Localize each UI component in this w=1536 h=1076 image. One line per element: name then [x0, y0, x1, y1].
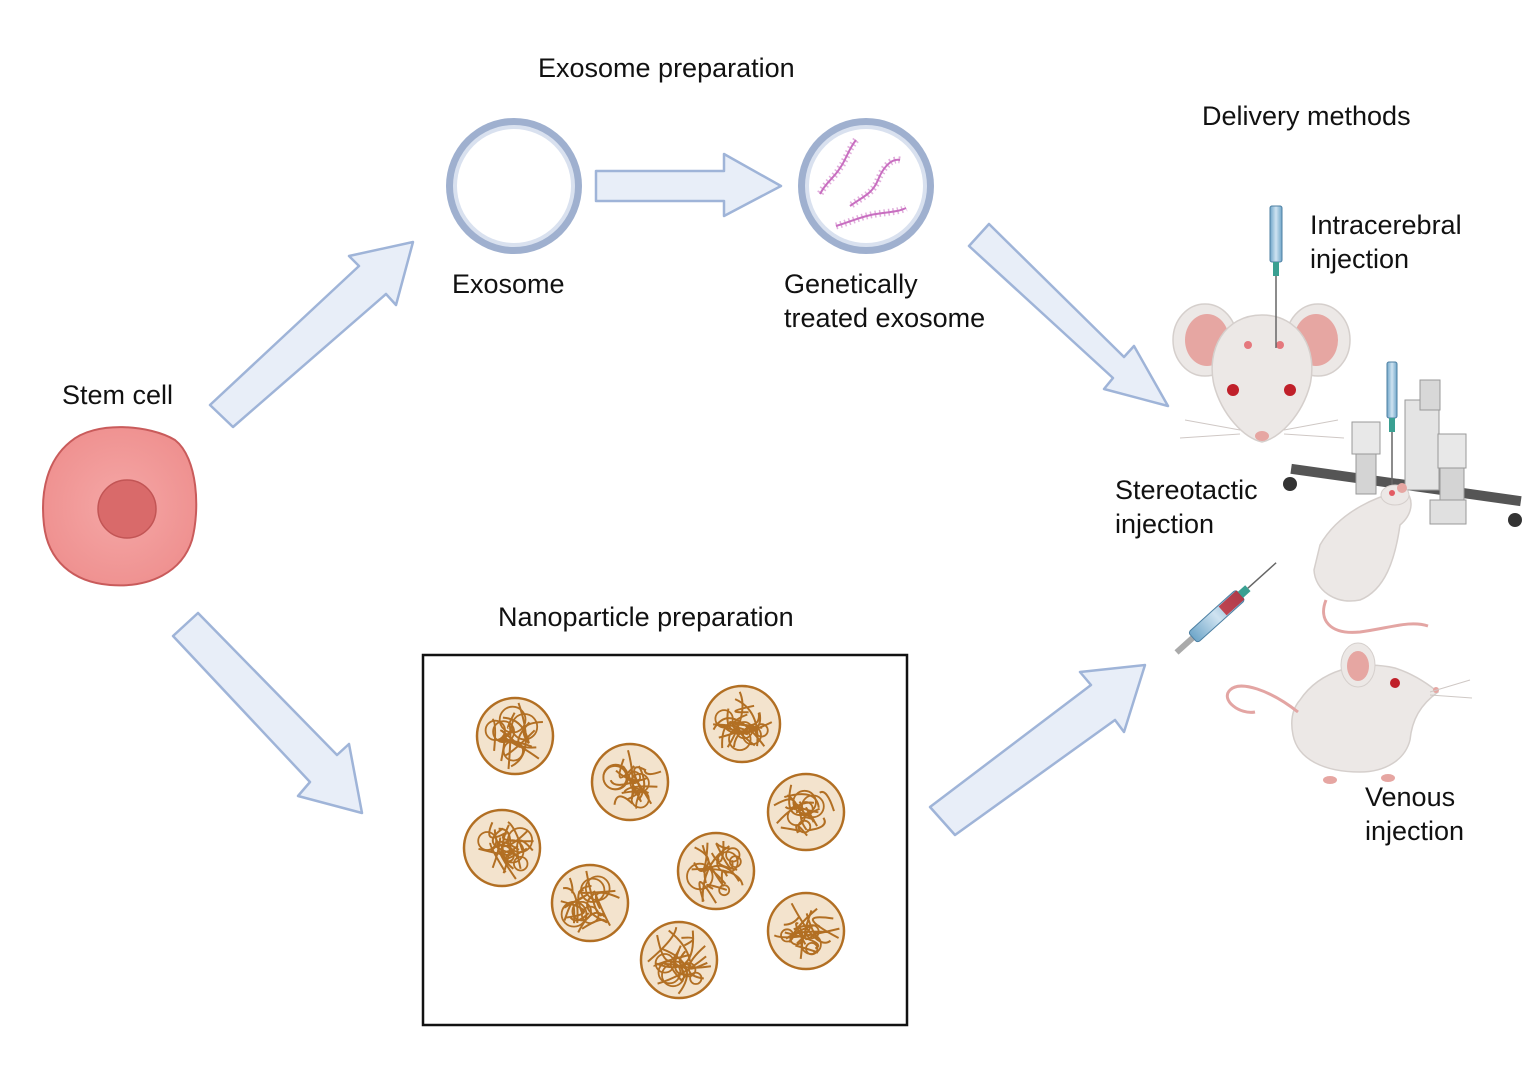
nanoparticle-icon	[590, 742, 670, 822]
arrow-stem-to-nanoparticle	[171, 611, 364, 815]
venous-label-line2: injection	[1365, 816, 1465, 846]
nanoparticle-icon	[550, 863, 630, 943]
venous-label-line1: Venous	[1365, 782, 1456, 812]
stem-cell-icon	[42, 426, 198, 587]
arrow-treated-to-delivery	[967, 222, 1170, 408]
stereotactic-mouse-icon	[1313, 483, 1429, 634]
stem-cell-label: Stem cell	[62, 380, 174, 410]
intracerebral-label-line2: injection	[1310, 244, 1410, 274]
exosome-icon	[446, 118, 582, 254]
nanoparticle-icon	[475, 696, 555, 776]
nanoparticle-group	[462, 684, 846, 1000]
nanoparticle-icon	[676, 831, 756, 911]
nanoparticle-icon	[462, 808, 542, 888]
nanoparticle-icon	[766, 772, 846, 852]
intracerebral-syringe-icon	[1269, 205, 1283, 348]
venous-syringe-icon	[1174, 562, 1277, 655]
venous-mouse-icon	[1226, 642, 1473, 784]
nanoparticle-preparation-title: Nanoparticle preparation	[498, 602, 794, 632]
exosome-label: Exosome	[452, 269, 565, 299]
nanoparticle-icon	[702, 684, 782, 764]
arrow-stem-to-exosome	[208, 240, 415, 429]
stereotactic-label-line2: injection	[1115, 509, 1215, 539]
nanoparticle-icon	[639, 920, 719, 1000]
treated-exosome-label-line1: Genetically	[784, 269, 918, 299]
exosome-preparation-title: Exosome preparation	[538, 53, 795, 83]
intracerebral-label-line1: Intracerebral	[1310, 210, 1462, 240]
treated-exosome-label-line2: treated exosome	[784, 303, 986, 333]
arrow-exosome-to-treated	[594, 152, 783, 218]
nanoparticle-icon	[766, 891, 846, 971]
stereotactic-label-line1: Stereotactic	[1115, 475, 1258, 505]
arrow-nanoparticle-to-delivery	[928, 663, 1147, 837]
rna-strand-icon	[816, 137, 908, 230]
intracerebral-mouse-icon	[1172, 303, 1351, 443]
treated-exosome-icon	[798, 118, 934, 254]
delivery-methods-title: Delivery methods	[1202, 101, 1411, 131]
stereotactic-frame-icon	[1283, 361, 1522, 527]
cell-nucleus-icon	[97, 479, 157, 539]
